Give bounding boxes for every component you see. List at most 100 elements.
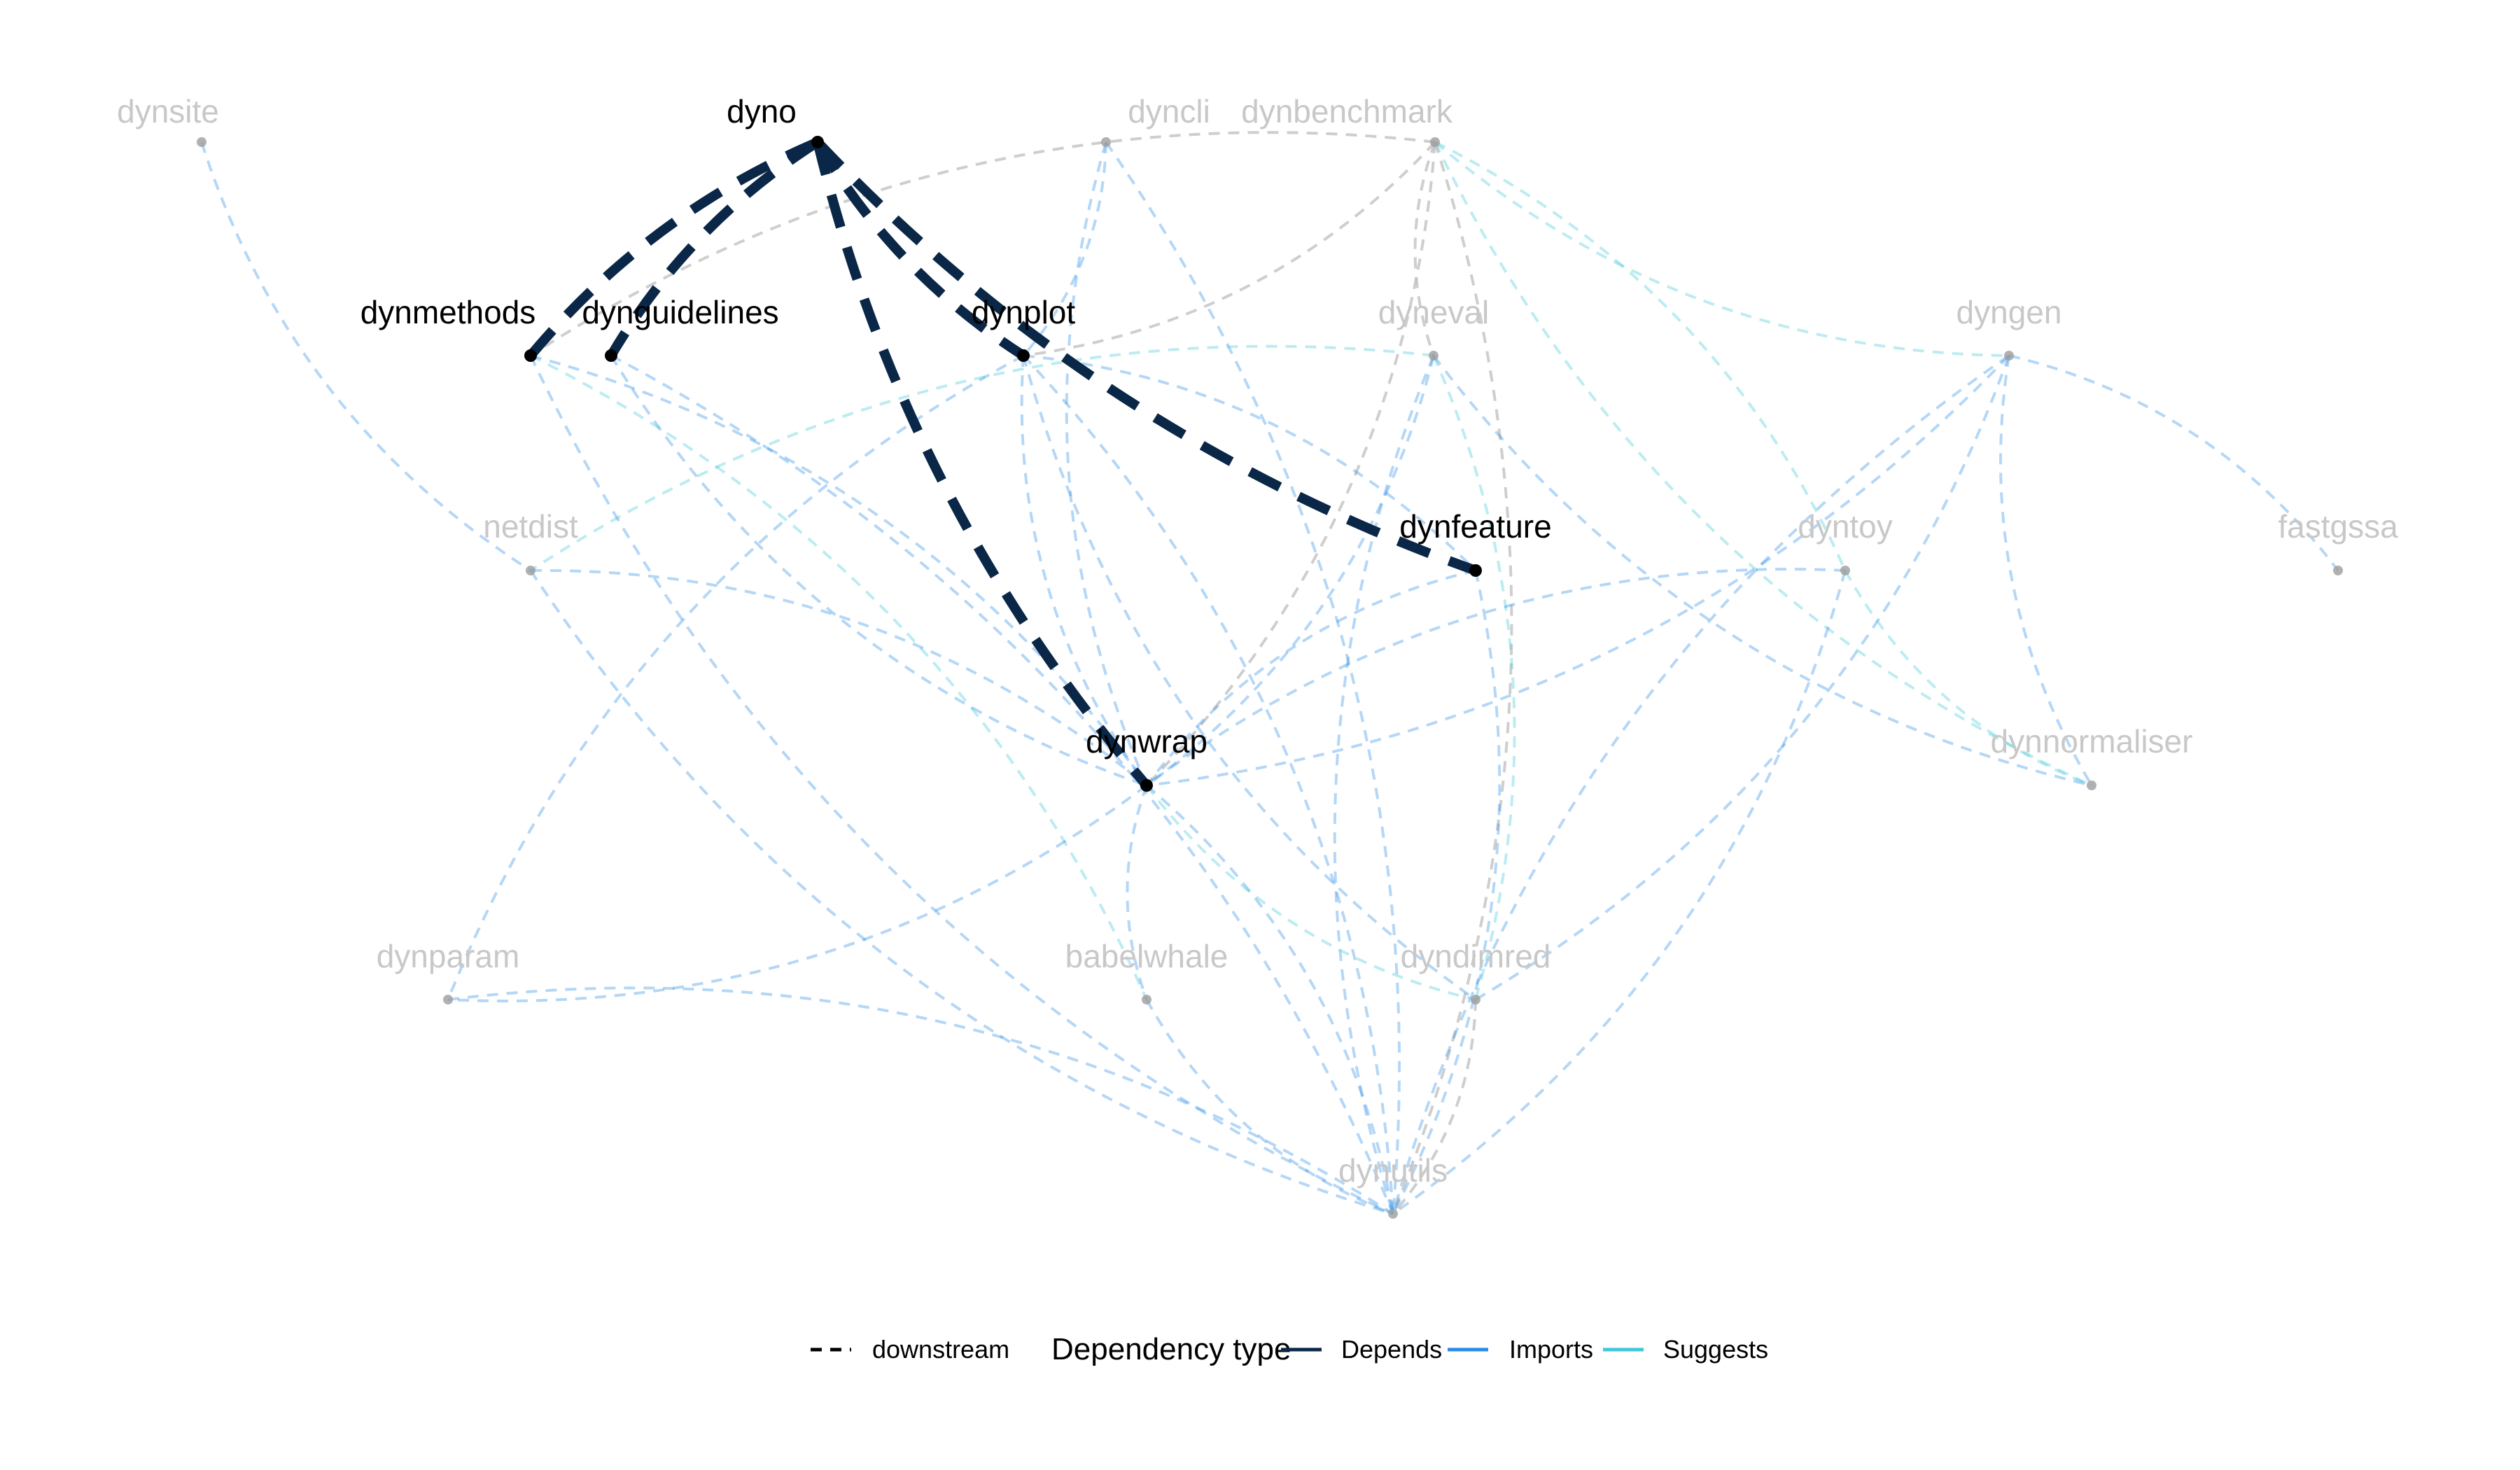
node-dynutils: dynutils [1338,1152,1448,1219]
edge-dyno-to-dynfeature [813,139,1478,575]
edge-babelwhale-to-dynutils [1145,999,1394,1215]
node-dynfeature: dynfeature [1399,508,1552,577]
node-label-dyncli: dyncli [1128,93,1210,130]
edge-dynbenchmark-to-dynwrap [1145,141,1436,787]
edge-dynplot-to-dynfeature [1023,354,1477,572]
edge-dynwrap-to-dyndimred [1145,784,1476,1001]
node-label-dynutils: dynutils [1338,1152,1448,1189]
node-label-dynnormaliser: dynnormaliser [1991,723,2193,760]
edge-dynmethods-to-babelwhale [530,354,1148,1000]
edge-dynsite-to-netdist [200,141,532,572]
legend-title: Dependency type [1051,1332,1291,1366]
node-dot-dyno [811,136,824,148]
edge-netdist-to-dynwrap [530,568,1148,787]
node-dot-dyndimred [1471,995,1480,1004]
edge-dyneval-to-dynwrap [1145,355,1435,787]
node-fastgssa: fastgssa [2278,508,2398,575]
legend-downstream-label: downstream [872,1335,1009,1364]
node-label-dynbenchmark: dynbenchmark [1241,93,1453,130]
node-dot-netdist [526,566,536,575]
node-label-babelwhale: babelwhale [1065,938,1228,974]
node-dot-dynguidelines [605,349,617,362]
node-label-dynwrap: dynwrap [1086,723,1208,760]
node-dynplot: dynplot [972,294,1076,362]
edge-dyngen-to-dynnormaliser [1998,355,2093,787]
node-dynwrap: dynwrap [1086,723,1208,792]
edge-dyno-to-dynmethods [526,137,820,359]
node-label-dynparam: dynparam [377,938,520,974]
node-netdist: netdist [483,508,578,575]
edge-dynbenchmark-to-dynmethods [529,131,1436,357]
edge-dynfeature-to-dynwrap [1145,569,1476,787]
edge-dyneval-to-netdist [529,344,1434,572]
edge-dynbenchmark-to-dynnormaliser [1434,141,2092,787]
node-dot-dynsite [197,137,206,147]
node-dynbenchmark: dynbenchmark [1241,93,1453,147]
edge-dynplot-to-dynwrap [1020,355,1148,787]
node-label-fastgssa: fastgssa [2278,508,2398,545]
legend-depends-label: Depends [1341,1335,1442,1364]
node-dot-dyneval [1429,351,1438,360]
edge-dyndimred-to-dynutils [1392,999,1477,1215]
node-label-netdist: netdist [483,508,578,545]
node-dyntoy: dyntoy [1798,508,1893,575]
edge-dynguidelines-to-dynutils [610,354,1394,1214]
legend-suggests-label: Suggests [1663,1335,1768,1364]
node-dyno: dyno [727,93,824,148]
edge-dynwrap-to-babelwhale [1126,785,1148,1000]
node-label-dynplot: dynplot [972,294,1076,330]
legend: downstream Dependency type Depends Impor… [811,1332,1768,1366]
edge-dynbenchmark-to-dynutils [1392,141,1513,1214]
node-label-dyndimred: dyndimred [1401,938,1551,974]
node-dynnormaliser: dynnormaliser [1991,723,2193,790]
edge-dynplot-to-dynparam [447,354,1024,1000]
node-babelwhale: babelwhale [1065,938,1228,1004]
node-dot-babelwhale [1142,995,1152,1004]
edge-netdist-to-dynutils [529,569,1394,1215]
node-dot-dyngen [2004,351,2014,360]
node-dot-dynmethods [524,349,537,362]
edge-dynfeature-to-dynutils [1392,570,1502,1214]
node-label-dyngen: dyngen [1956,294,2062,330]
node-dot-dynnormaliser [2087,780,2096,790]
edge-dynmethods-to-dynutils [529,355,1394,1215]
node-dyngen: dyngen [1956,294,2062,360]
node-dot-dynplot [1017,349,1030,362]
node-dot-dynfeature [1469,564,1482,577]
node-label-dynguidelines: dynguidelines [582,294,778,330]
edge-dynwrap-to-dynparam [447,784,1148,1002]
node-dot-dynwrap [1140,779,1153,792]
edge-dynbenchmark-to-dyneval [1413,141,1436,356]
node-label-dyntoy: dyntoy [1798,508,1893,545]
edges-layer [200,131,2339,1215]
edge-dyngen-to-dynwrap [1146,354,2010,787]
node-dot-dynparam [443,995,453,1004]
edge-dyneval-to-dynutils [1333,355,1435,1214]
edge-dyntoy-to-dynwrap [1145,568,1846,787]
legend-imports-label: Imports [1509,1335,1593,1364]
node-label-dynmethods: dynmethods [360,294,536,330]
node-label-dyneval: dyneval [1378,294,1490,330]
edge-dyngen-to-dynutils [1392,354,2010,1214]
node-dot-dyncli [1101,137,1111,147]
edge-dynguidelines-to-dynwrap [610,354,1147,787]
node-dynmethods: dynmethods [360,294,537,362]
edge-dyngen-to-fastgssa [2008,354,2339,572]
node-dynparam: dynparam [377,938,520,1004]
edge-dynplot-to-dyndimred [1022,355,1477,1001]
edge-dynplot-to-dynutils [1022,354,1394,1214]
node-dyncli: dyncli [1101,93,1210,147]
edge-dynbenchmark-to-dyngen [1434,141,2010,357]
node-label-dynsite: dynsite [117,93,219,130]
edge-dynparam-to-dynutils [447,986,1394,1215]
node-label-dynfeature: dynfeature [1399,508,1551,545]
node-dot-dyntoy [1840,566,1850,575]
edge-dynbenchmark-to-dyntoy [1434,141,1847,571]
node-dynguidelines: dynguidelines [582,294,779,362]
edge-dynmethods-to-dynwrap [530,354,1148,787]
edge-dyncli-to-dynwrap [1065,141,1148,786]
node-dot-fastgssa [2333,566,2343,575]
edge-dyntoy-to-dynutils [1392,570,1847,1215]
highlight-edges-layer [526,137,1478,789]
